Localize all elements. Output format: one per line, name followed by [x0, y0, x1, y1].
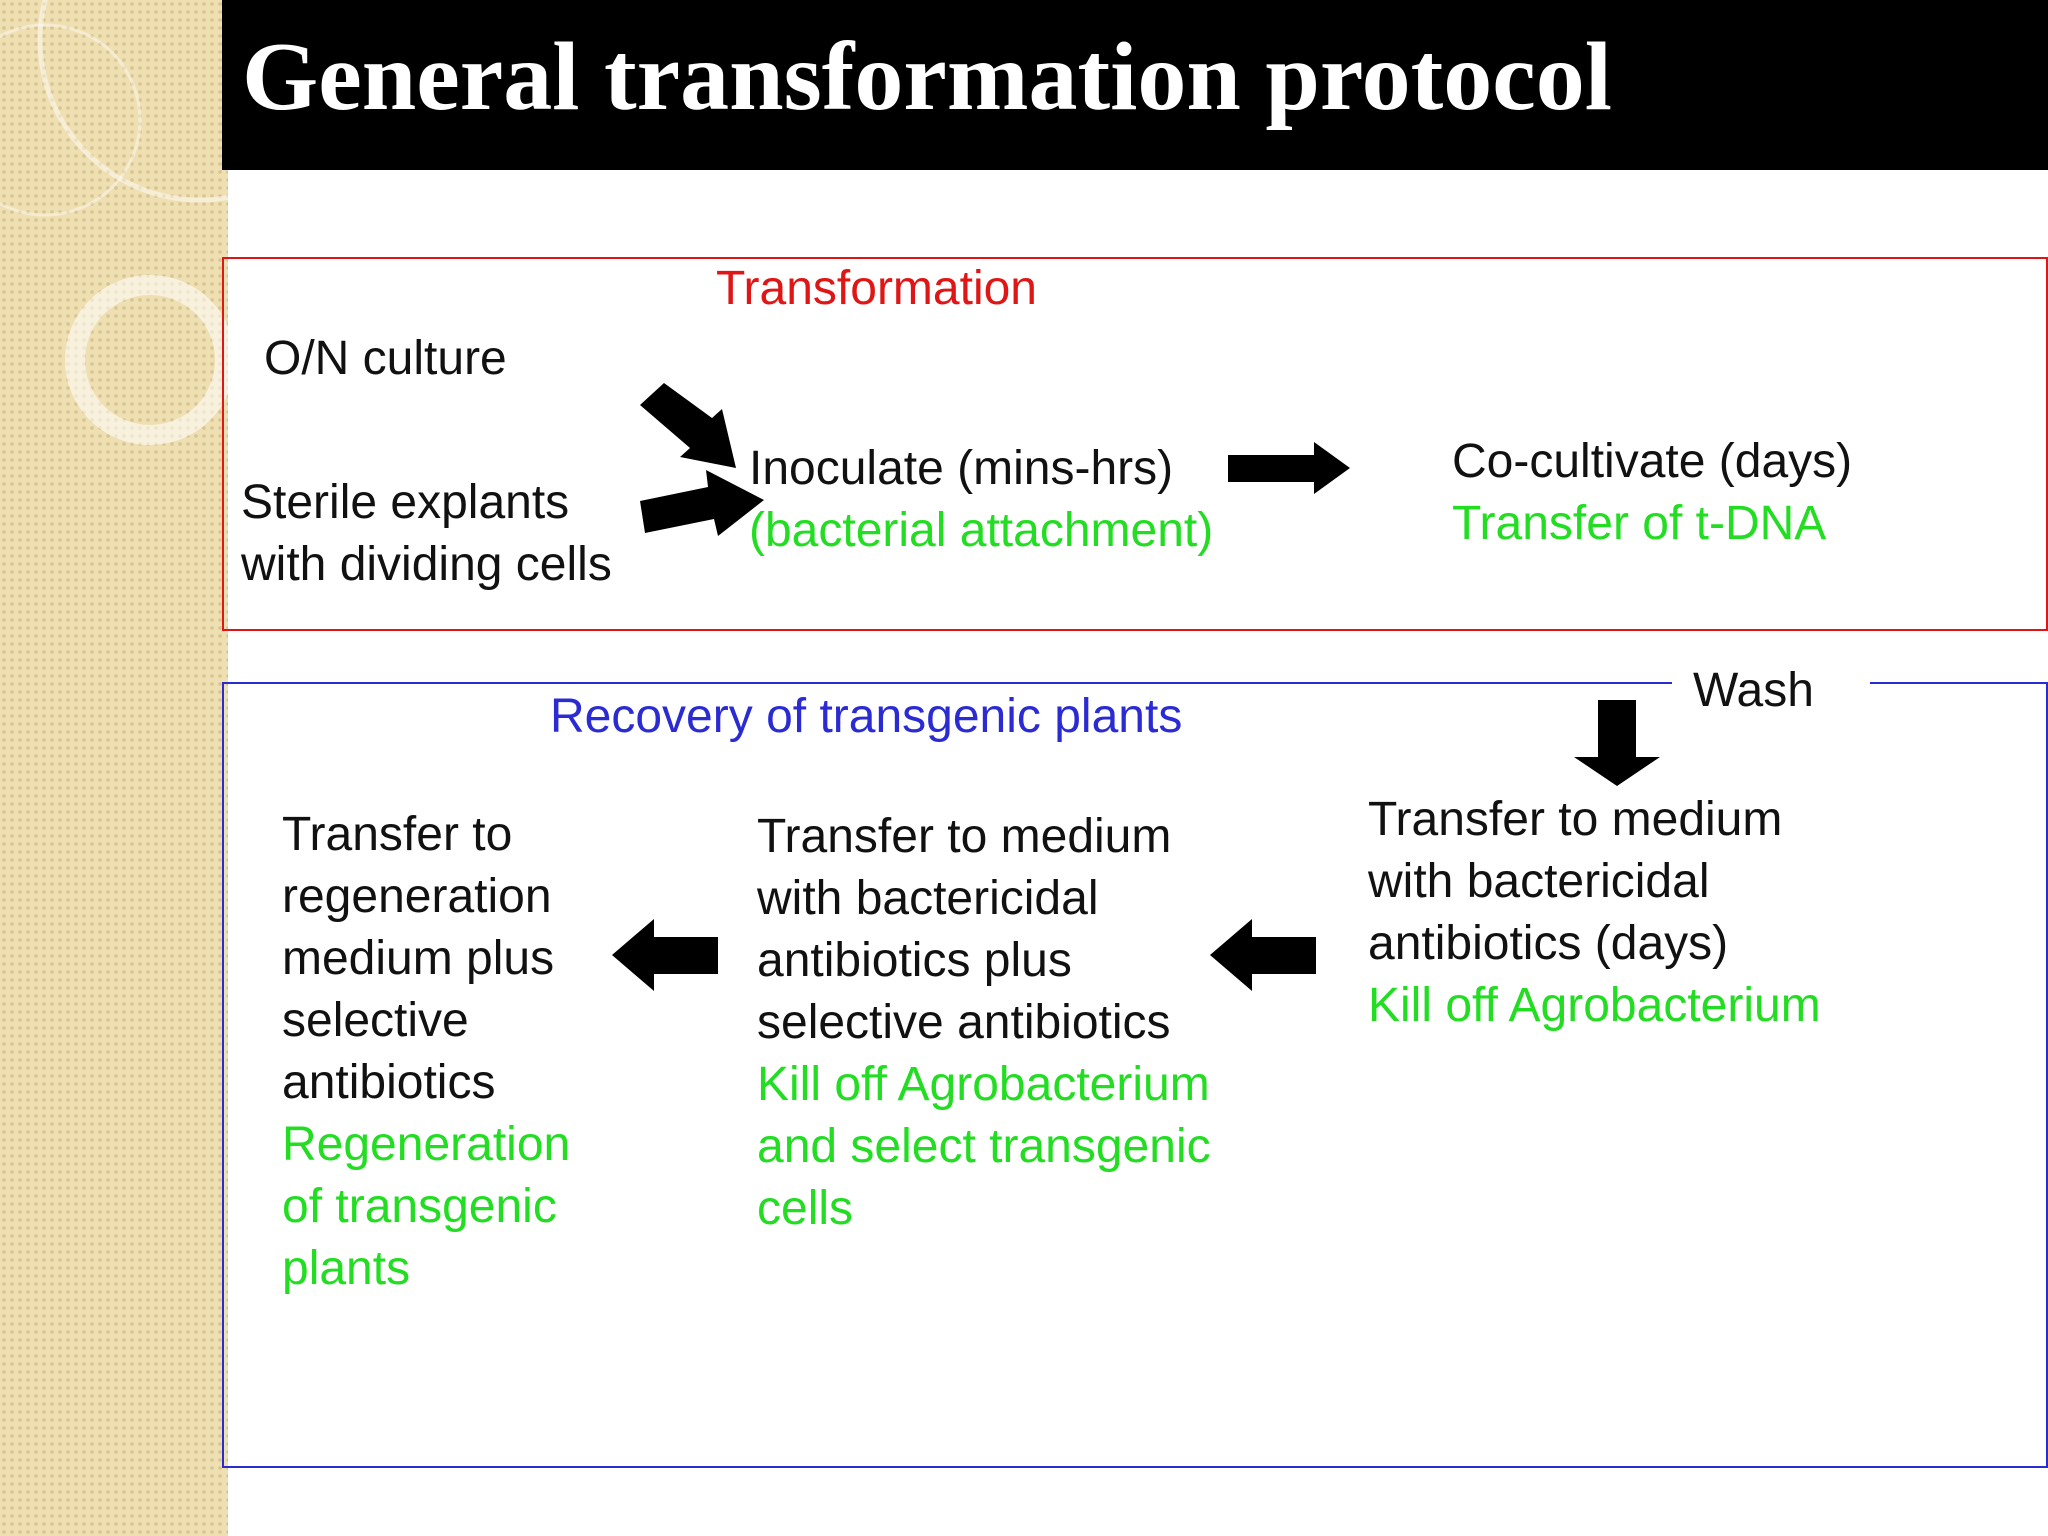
step-line: selective antibiotics	[757, 996, 1171, 1049]
recovery-label: Recovery of transgenic plants	[550, 690, 1183, 743]
arrow-culture-to-inoculate	[640, 383, 736, 468]
explants-line: with dividing cells	[241, 538, 612, 591]
step-line: Transfer to medium	[1368, 793, 1783, 846]
recovery-step-3: Transfer to regeneration medium plus sel…	[282, 804, 570, 1300]
step-result-line: Kill off Agrobacterium	[757, 1058, 1210, 1111]
cocultivate-result: Transfer of t-DNA	[1452, 497, 1827, 550]
transformation-label: Transformation	[716, 262, 1037, 315]
step-line: Transfer to	[282, 808, 513, 861]
arrow-explants-to-inoculate	[640, 470, 764, 536]
step-result-line: Kill off Agrobacterium	[1368, 979, 1821, 1032]
step-result-line: of transgenic	[282, 1180, 557, 1233]
step-line: antibiotics	[282, 1056, 496, 1109]
recovery-step-2: Transfer to medium with bactericidal ant…	[757, 806, 1211, 1240]
step-line: selective	[282, 994, 469, 1047]
arrow-step2-to-step3	[612, 919, 718, 991]
explants-line: Sterile explants	[241, 476, 570, 529]
slide-title: General transformation protocol	[242, 23, 1612, 131]
step-line: medium plus	[282, 932, 555, 985]
arrow-step1-to-step2	[1210, 919, 1316, 991]
step-line: antibiotics plus	[757, 934, 1072, 987]
step-result-line: Regeneration	[282, 1118, 571, 1171]
step-line: with bactericidal	[1368, 855, 1710, 908]
step-result-line: and select transgenic	[757, 1120, 1211, 1173]
explants-text: Sterile explants with dividing cells	[241, 472, 612, 596]
recovery-box	[222, 682, 2048, 1468]
step-result-line: cells	[757, 1182, 854, 1235]
arrow-wash-down	[1574, 700, 1660, 786]
step-line: Transfer to medium	[757, 810, 1172, 863]
arrow-inoculate-to-cocultivate	[1228, 442, 1350, 494]
on-culture-text: O/N culture	[264, 332, 507, 385]
step-line: antibiotics (days)	[1368, 917, 1729, 970]
decorative-side-strip	[0, 0, 228, 1536]
transformation-box	[222, 257, 2048, 631]
step-line: regeneration	[282, 870, 552, 923]
wash-label: Wash	[1693, 664, 1814, 717]
inoculate-result: (bacterial attachment)	[749, 504, 1214, 557]
title-bar	[222, 0, 2048, 170]
cocultivate-action: Co-cultivate (days)	[1452, 435, 1853, 488]
box-border-gap	[1672, 676, 1870, 690]
inoculate-action: Inoculate (mins-hrs)	[749, 442, 1174, 495]
cocultivate-step: Co-cultivate (days) Transfer of t-DNA	[1452, 431, 1852, 555]
step-result-line: plants	[282, 1242, 411, 1295]
inoculate-step: Inoculate (mins-hrs) (bacterial attachme…	[749, 438, 1213, 562]
recovery-step-1: Transfer to medium with bactericidal ant…	[1368, 789, 1821, 1037]
step-line: with bactericidal	[757, 872, 1099, 925]
